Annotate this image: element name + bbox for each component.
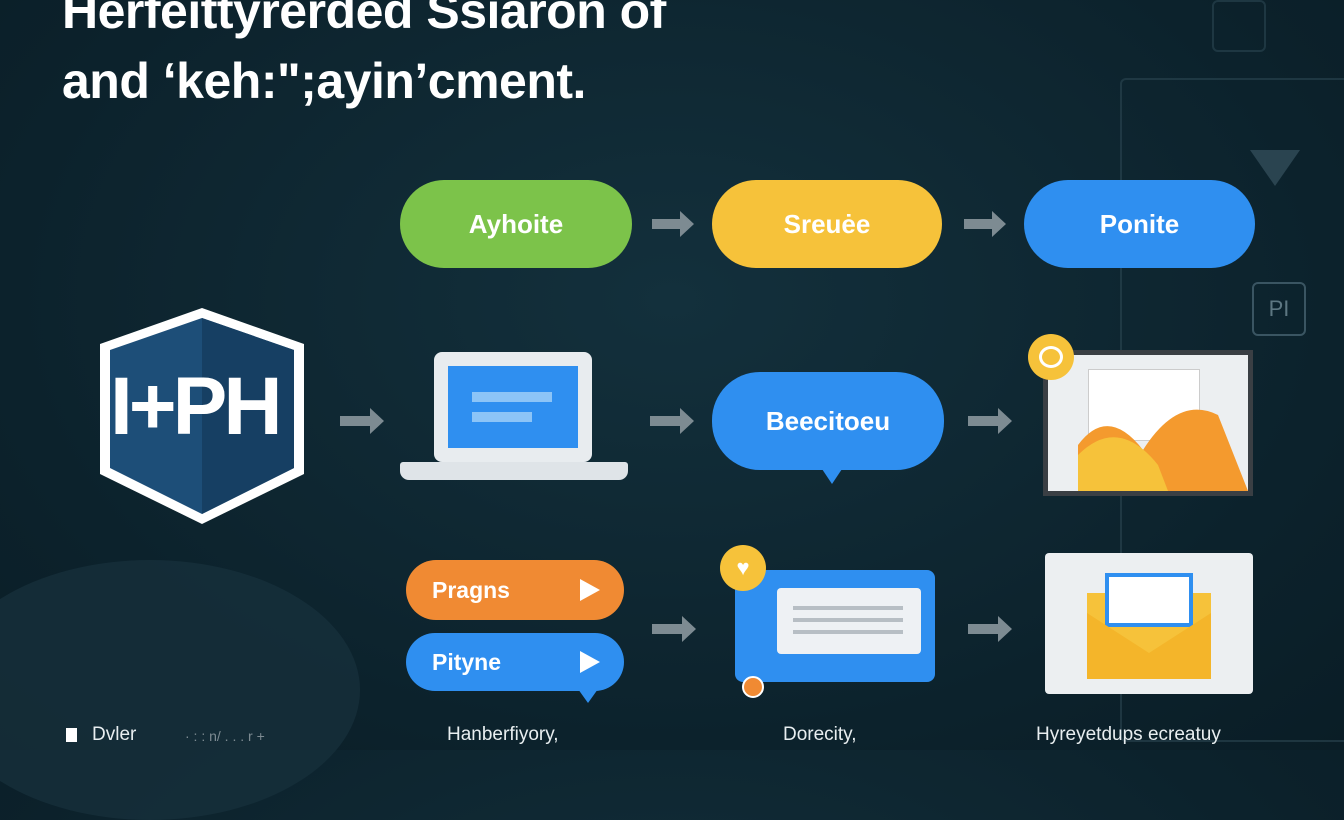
step-pill-blue[interactable]: Ponite bbox=[1024, 180, 1255, 268]
envelope-card bbox=[1045, 553, 1253, 694]
bubble-label: Beecitoeu bbox=[765, 405, 891, 436]
legend-label: Dvler bbox=[92, 724, 137, 745]
hph-shield-logo bbox=[100, 308, 304, 524]
pill-blue[interactable]: Pityne bbox=[406, 633, 624, 691]
laptop-icon bbox=[434, 352, 592, 462]
footer-label-3: Hyreyetdups ecreatuy bbox=[1036, 724, 1221, 745]
decor-badge bbox=[1212, 0, 1266, 52]
play-icon bbox=[580, 579, 600, 601]
step-label: Ayhoite bbox=[468, 208, 564, 239]
image-card bbox=[1043, 350, 1253, 496]
page-title-line1: Herfeittyrerded Ssiaron of bbox=[62, 0, 666, 39]
step-pill-yellow[interactable]: Sreuėe bbox=[712, 180, 942, 268]
message-window bbox=[735, 570, 935, 682]
cursor-dot-icon bbox=[742, 676, 764, 698]
legend-extra: · : : n/ . . . r + bbox=[185, 728, 265, 744]
pill-label: Pityne bbox=[432, 648, 502, 675]
step-pill-green[interactable]: Ayhoite bbox=[400, 180, 632, 268]
bubble-tail bbox=[578, 689, 598, 703]
pill-label: Pragns bbox=[432, 576, 510, 603]
chat-badge-icon bbox=[1028, 334, 1074, 380]
decor-badge-pi: PI bbox=[1252, 282, 1306, 336]
pill-orange[interactable]: Pragns bbox=[406, 560, 624, 620]
footer-label-1: Hanberfiyory, bbox=[447, 724, 559, 745]
play-icon bbox=[580, 651, 600, 673]
logo-text: I+PH bbox=[110, 361, 283, 452]
page-title-line2: and ‘keh:";ayin’cment. bbox=[62, 53, 586, 109]
decor-chevron-icon bbox=[1250, 150, 1300, 186]
footer-label-2: Dorecity, bbox=[783, 724, 857, 745]
arrow-right-icon bbox=[340, 211, 1012, 642]
bubble-tail bbox=[820, 466, 844, 484]
arrows bbox=[340, 211, 1012, 642]
laptop-base bbox=[400, 462, 628, 480]
step-label: Sreuėe bbox=[783, 208, 871, 239]
step-label: Ponite bbox=[1099, 208, 1180, 239]
heart-badge-icon: ♥ bbox=[720, 545, 766, 591]
speech-bubble[interactable]: Beecitoeu bbox=[712, 372, 944, 470]
legend-square bbox=[66, 728, 77, 742]
